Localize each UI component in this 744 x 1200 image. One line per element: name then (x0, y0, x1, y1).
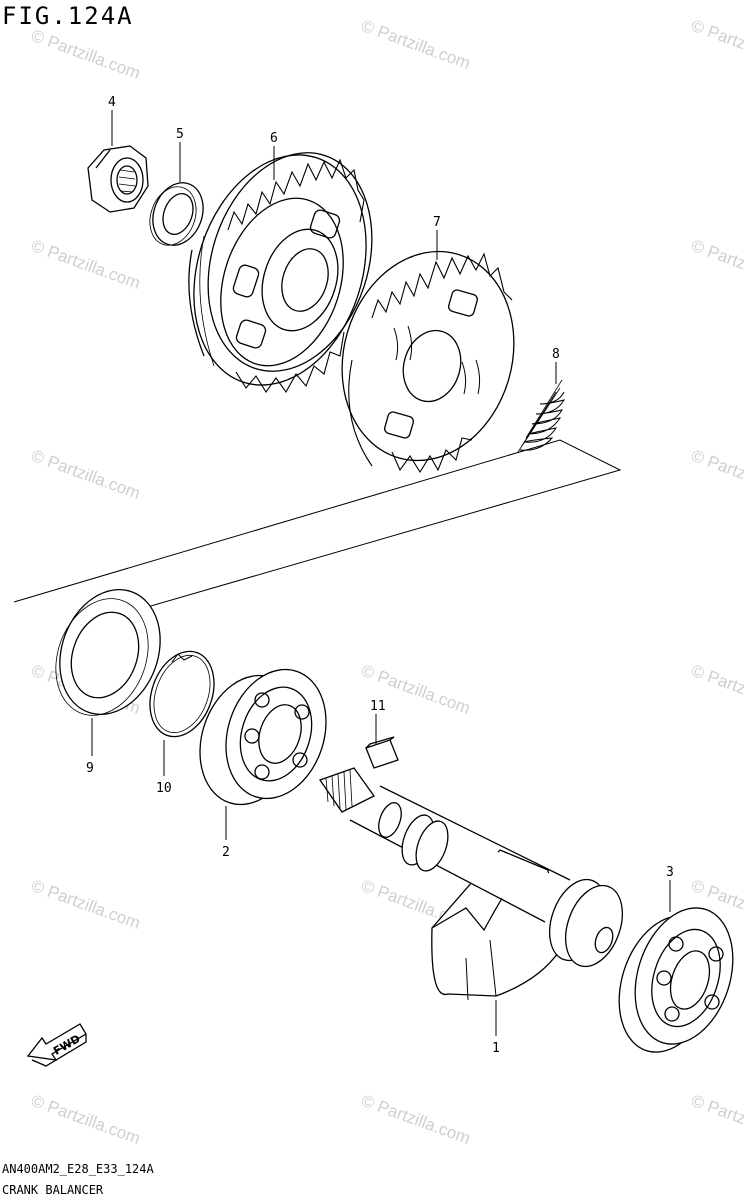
diagram-code: AN400AM2_E28_E33_124A (2, 1162, 154, 1176)
watermark: © Partzilla.com (689, 236, 744, 293)
callout-labels: 4 5 6 7 8 9 10 11 2 3 1 (86, 95, 674, 1056)
part-7-balancer-drive-gear[interactable] (318, 231, 538, 481)
watermark: © Partzilla.com (689, 446, 744, 503)
callout-11[interactable]: 11 (370, 699, 386, 714)
callout-4[interactable]: 4 (108, 95, 116, 110)
watermark: © Partzilla.com (29, 446, 143, 503)
part-1-balancer-shaft[interactable] (318, 767, 633, 1001)
watermark: © Partzilla.com (689, 661, 744, 718)
callout-8[interactable]: 8 (552, 347, 560, 362)
callout-2[interactable]: 2 (222, 845, 230, 860)
fwd-arrow-icon: FWD (26, 1023, 87, 1067)
part-11-key[interactable] (365, 736, 399, 769)
callout-1[interactable]: 1 (492, 1041, 500, 1056)
leader-lines (91, 110, 671, 1036)
callout-7[interactable]: 7 (433, 215, 441, 230)
callout-5[interactable]: 5 (176, 127, 184, 142)
callout-3[interactable]: 3 (666, 865, 674, 880)
watermark: © Partzilla.com (29, 1091, 143, 1148)
callout-10[interactable]: 10 (156, 781, 172, 796)
part-6-balancer-driven-gear[interactable] (166, 131, 399, 407)
part-2-bearing[interactable] (184, 656, 342, 817)
part-5-washer[interactable] (142, 176, 211, 253)
watermark: © Partzilla.com (359, 16, 473, 73)
callout-9[interactable]: 9 (86, 761, 94, 776)
watermark: © Partzilla.com (29, 876, 143, 933)
diagram-name: CRANK BALANCER (2, 1183, 104, 1197)
watermark: © Partzilla.com (689, 16, 744, 73)
part-8-spring[interactable] (517, 379, 566, 453)
part-10-circlip[interactable] (139, 642, 225, 745)
part-4-nut[interactable] (87, 145, 149, 213)
callout-6[interactable]: 6 (270, 131, 278, 146)
figure-title: FIG.124A (2, 2, 134, 30)
watermark: © Partzilla.com (29, 236, 143, 293)
watermark: © Partzilla.com (689, 1091, 744, 1148)
watermark: © Partzilla.com (359, 1091, 473, 1148)
part-9-washer[interactable] (40, 575, 177, 728)
watermark: © Partzilla.com (29, 26, 143, 83)
part-3-bearing[interactable] (603, 895, 744, 1065)
assembly-line (13, 439, 622, 631)
